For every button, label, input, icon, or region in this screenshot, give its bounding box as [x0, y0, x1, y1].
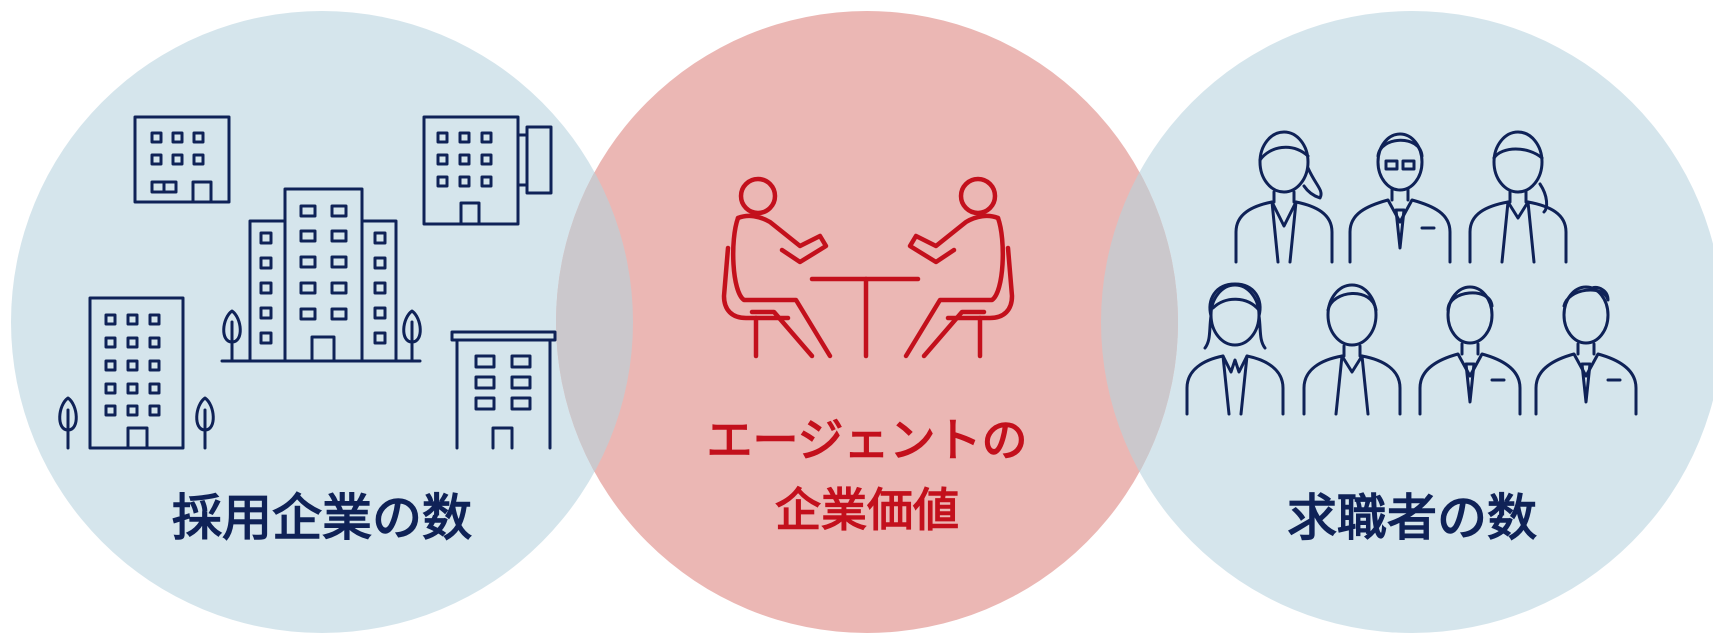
person-tie-icon	[1418, 285, 1522, 416]
tree-icon	[402, 309, 422, 363]
person-glasses-icon	[1348, 132, 1452, 264]
center-label-line-1: エージェントの	[706, 413, 1028, 467]
right-circle	[1101, 11, 1713, 633]
person-icon	[1234, 130, 1334, 264]
building-top-right-icon	[422, 115, 553, 226]
person-long-hair-icon	[1185, 282, 1285, 416]
building-bottom-right-icon	[450, 330, 557, 450]
center-circle-label: エージェントの 企業価値	[667, 405, 1067, 545]
person-bob-hair-icon	[1302, 283, 1402, 416]
tree-icon	[195, 396, 215, 450]
building-tall-icon	[220, 187, 422, 363]
people-icon	[1185, 130, 1638, 416]
right-circle-label: 求職者の数	[1287, 489, 1537, 547]
person-ponytail-icon	[1468, 130, 1568, 264]
left-circle-label: 採用企業の数	[172, 489, 472, 547]
tree-icon	[58, 396, 78, 450]
buildings-icon	[58, 115, 557, 450]
center-label-line-2: 企業価値	[775, 483, 959, 537]
left-circle	[11, 11, 633, 633]
building-bottom-left-icon	[88, 296, 185, 450]
meeting-icon	[721, 176, 1015, 359]
person-tie-icon	[1534, 285, 1638, 416]
tree-icon	[222, 309, 242, 363]
building-top-left-icon	[133, 115, 231, 204]
